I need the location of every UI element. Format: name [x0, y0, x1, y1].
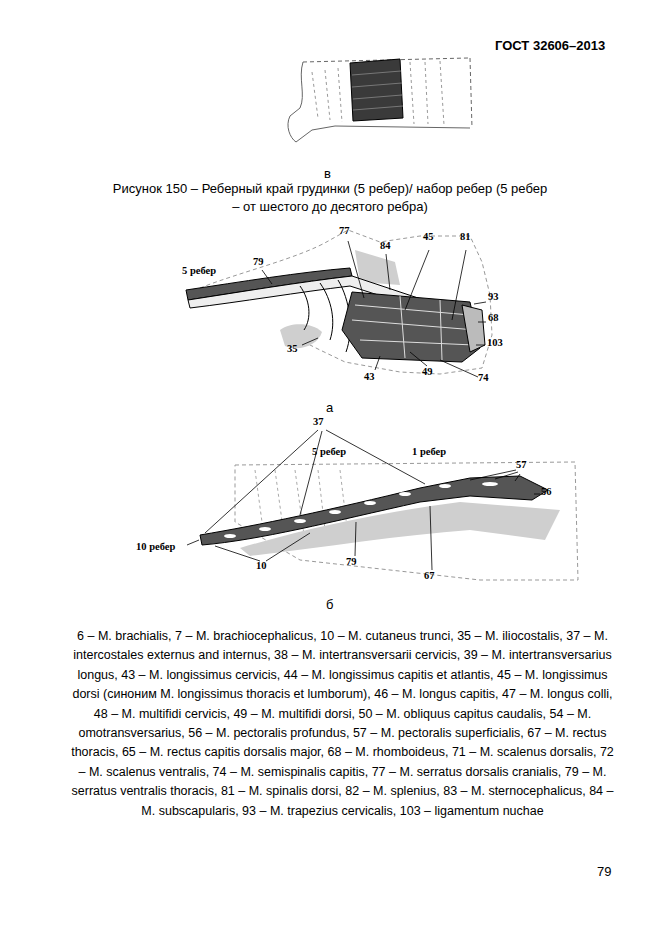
callout-number: 84 [380, 240, 391, 251]
figure-letter: а [326, 400, 333, 415]
callout-number: 35 [287, 343, 298, 354]
page-number: 79 [597, 864, 611, 879]
legend-paragraph: 6 – M. brachialis, 7 – M. brachiocephali… [70, 627, 615, 821]
callout-number: 49 [422, 366, 433, 377]
callout-number: 10 [256, 560, 267, 571]
callout-number: 67 [424, 570, 435, 581]
callout-number: 81 [460, 231, 471, 242]
callout-number: 37 [313, 416, 324, 427]
callout-number: 45 [423, 231, 434, 242]
rib-count-label: 1 ребер [412, 446, 446, 457]
callout-number: 43 [364, 371, 375, 382]
callout-number: 56 [541, 486, 552, 497]
figure-c [288, 58, 472, 142]
figure-b [187, 430, 578, 580]
callout-number: 79 [346, 556, 357, 567]
figure-letter: в [324, 166, 331, 181]
callout-number: 57 [516, 459, 527, 470]
figure-letter: б [326, 597, 333, 612]
rib-count-label: 10 ребер [136, 541, 175, 552]
callout-number: 74 [478, 372, 489, 383]
callout-number: 103 [487, 337, 503, 348]
callout-number: 77 [339, 225, 350, 236]
figure-caption: Рисунок 150 – Реберный край грудинки (5 … [110, 180, 550, 216]
callout-number: 93 [488, 291, 499, 302]
rib-count-label: 5 ребер [182, 265, 216, 276]
figure-a [186, 230, 492, 377]
running-header: ГОСТ 32606–2013 [495, 38, 605, 53]
rib-count-label: 5 ребер [312, 446, 346, 457]
callout-number: 79 [253, 256, 264, 267]
callout-number: 68 [488, 312, 499, 323]
